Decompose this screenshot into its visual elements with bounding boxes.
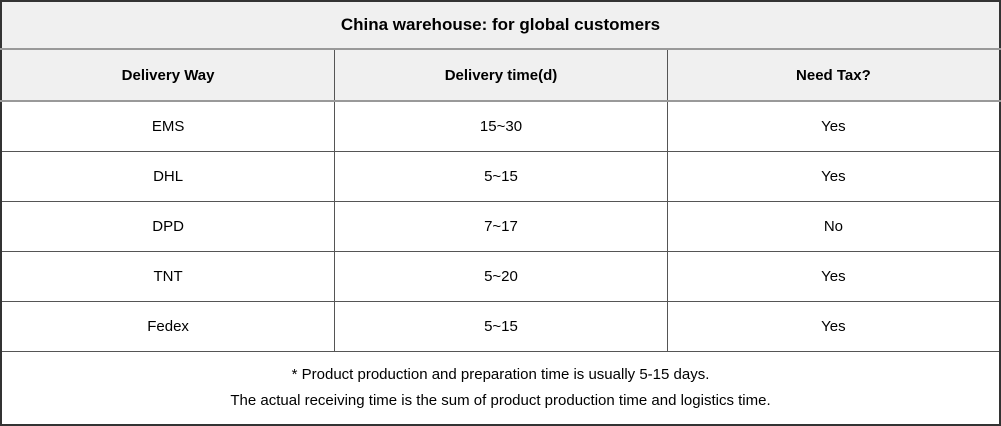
cell-delivery-time: 5~15 [334,301,668,352]
cell-delivery-time: 7~17 [334,201,668,252]
table-footnote-row: * Product production and preparation tim… [0,351,1001,426]
cell-delivery-time: 5~15 [334,151,668,202]
column-header-delivery-time: Delivery time(d) [334,48,668,102]
footnote-production-time: * Product production and preparation tim… [291,366,710,383]
column-header-need-tax: Need Tax? [666,48,1001,102]
table-row-tnt: TNT 5~20 Yes [0,251,1001,302]
cell-delivery-way: TNT [0,251,336,302]
cell-delivery-way: EMS [0,100,336,152]
cell-need-tax: Yes [666,100,1001,152]
cell-delivery-way: DPD [0,201,336,252]
table-title-row: China warehouse: for global customers [0,0,1001,50]
cell-delivery-way: DHL [0,151,336,202]
cell-need-tax: Yes [666,301,1001,352]
cell-delivery-way: Fedex [0,301,336,352]
cell-need-tax: Yes [666,151,1001,202]
column-header-delivery-way: Delivery Way [0,48,336,102]
cell-delivery-time: 5~20 [334,251,668,302]
table-title: China warehouse: for global customers [0,0,1001,50]
table-row-dpd: DPD 7~17 No [0,201,1001,252]
table-header-row: Delivery Way Delivery time(d) Need Tax? [0,48,1001,102]
footnote-receiving-time: The actual receiving time is the sum of … [230,392,771,409]
table-row-fedex: Fedex 5~15 Yes [0,301,1001,352]
footnote-cell: * Product production and preparation tim… [0,351,1001,426]
cell-delivery-time: 15~30 [334,100,668,152]
cell-need-tax: Yes [666,251,1001,302]
table-row-dhl: DHL 5~15 Yes [0,151,1001,202]
cell-need-tax: No [666,201,1001,252]
table-row-ems: EMS 15~30 Yes [0,100,1001,152]
